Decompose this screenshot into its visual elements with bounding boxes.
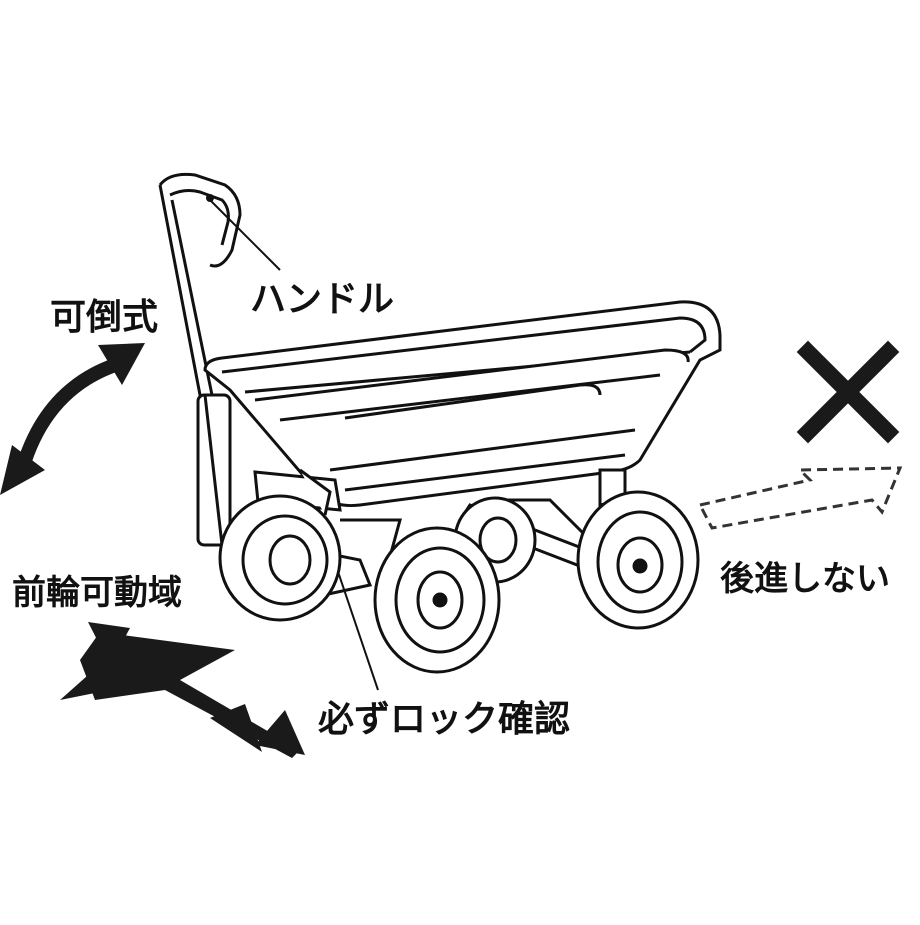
dashed-arrow-icon [697, 466, 903, 530]
front-wheel-range-label: 前輪可動域 [12, 573, 182, 613]
front-right-wheel [373, 526, 501, 674]
lock-check-label: 必ずロック確認 [318, 699, 571, 740]
no-reverse-label: 後進しない [720, 559, 890, 599]
rear-right-wheel [576, 490, 700, 630]
handle-label: ハンドル [250, 279, 395, 320]
handle-bar [158, 173, 242, 547]
zigzag-double-arrow-icon [60, 622, 305, 758]
cart-tub [203, 300, 722, 507]
curved-double-arrow-icon [0, 343, 145, 495]
tilt-label: 可倒式 [50, 297, 159, 338]
front-left-wheel [218, 494, 342, 622]
handle-pointer-line [206, 194, 281, 271]
cross-mark-icon [796, 340, 900, 444]
